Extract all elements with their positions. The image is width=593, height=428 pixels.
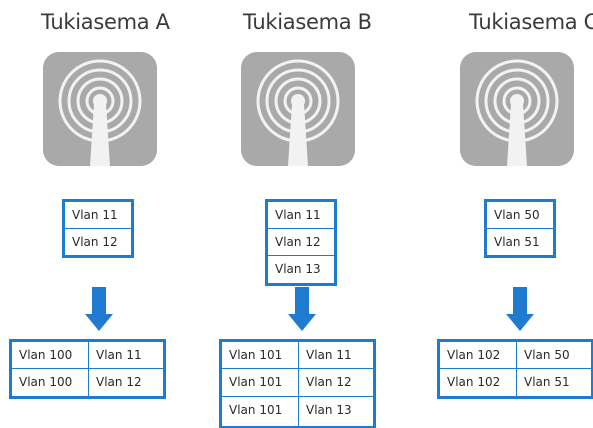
mapping-cell: Vlan 100 (11, 368, 89, 397)
vlan-cell: Vlan 12 (267, 228, 335, 256)
mapping-cell: Vlan 12 (88, 368, 164, 397)
station-a-title: Tukiasema A (41, 10, 170, 34)
mapping-cell: Vlan 102 (439, 341, 517, 369)
station-b-title: Tukiasema B (243, 10, 372, 34)
station-c-mapping-table: Vlan 102 Vlan 50 Vlan 102 Vlan 51 (437, 339, 593, 399)
mapping-cell: Vlan 11 (88, 341, 164, 369)
access-point-icon (43, 52, 157, 166)
station-b-mapping-table: Vlan 101 Vlan 11 Vlan 101 Vlan 12 Vlan 1… (219, 339, 376, 428)
down-arrow-icon (506, 287, 534, 331)
vlan-cell: Vlan 13 (267, 255, 335, 284)
mapping-cell: Vlan 101 (221, 368, 299, 397)
mapping-cell: Vlan 100 (11, 341, 89, 369)
mapping-cell: Vlan 51 (516, 368, 592, 397)
down-arrow-icon (288, 287, 316, 331)
mapping-cell: Vlan 102 (439, 368, 517, 397)
vlan-cell: Vlan 51 (486, 228, 554, 256)
station-c-vlan-list: Vlan 50 Vlan 51 (484, 199, 556, 258)
mapping-cell: Vlan 12 (298, 368, 374, 397)
station-b-vlan-list: Vlan 11 Vlan 12 Vlan 13 (265, 199, 337, 286)
vlan-cell: Vlan 12 (64, 228, 132, 256)
mapping-cell: Vlan 101 (221, 396, 299, 428)
down-arrow-icon (85, 287, 113, 331)
mapping-cell: Vlan 11 (298, 341, 374, 369)
mapping-cell: Vlan 101 (221, 341, 299, 369)
vlan-cell: Vlan 50 (486, 201, 554, 229)
mapping-cell: Vlan 13 (298, 396, 374, 428)
station-a-mapping-table: Vlan 100 Vlan 11 Vlan 100 Vlan 12 (9, 339, 166, 399)
vlan-cell: Vlan 11 (64, 201, 132, 229)
mapping-cell: Vlan 50 (516, 341, 592, 369)
station-a-vlan-list: Vlan 11 Vlan 12 (62, 199, 134, 258)
station-c-title: Tukiasema C (469, 10, 593, 34)
access-point-icon (460, 52, 574, 166)
access-point-icon (241, 52, 355, 166)
vlan-cell: Vlan 11 (267, 201, 335, 229)
